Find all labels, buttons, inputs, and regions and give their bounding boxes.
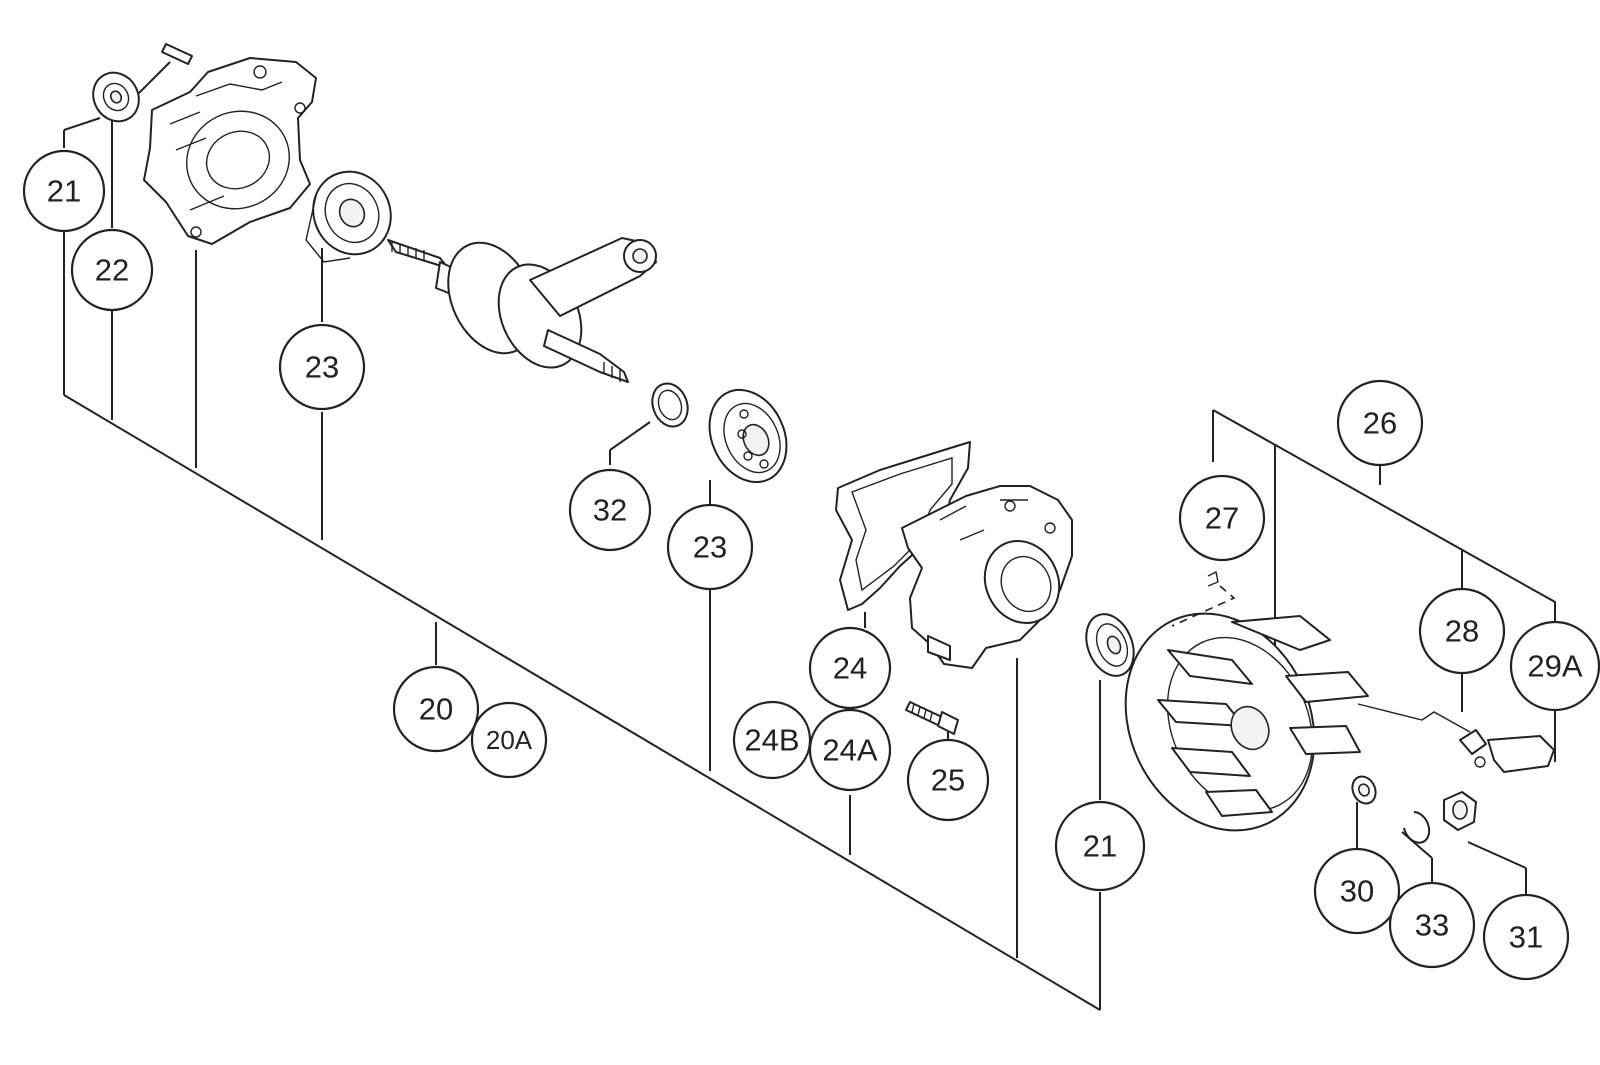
callout-24B: 24B (732, 700, 812, 780)
part-pin-22 (161, 43, 193, 65)
callout-21-top: 21 (22, 149, 106, 233)
callout-label: 25 (931, 763, 965, 798)
part-washer-30 (1351, 775, 1377, 805)
callout-label: 30 (1340, 874, 1374, 909)
callout-32: 32 (568, 468, 652, 552)
callout-29A: 29A (1509, 620, 1600, 712)
callout-25: 25 (906, 738, 990, 822)
part-bearing-21-right (1085, 613, 1135, 677)
callout-28: 28 (1418, 587, 1506, 675)
part-bearing-23-right (708, 388, 788, 484)
part-clip-33 (1403, 811, 1431, 844)
callout-23-left: 23 (278, 323, 366, 411)
callout-24A: 24A (808, 708, 892, 792)
part-crankcase-left (143, 57, 317, 245)
part-crankshaft (387, 237, 657, 383)
part-gasket-and-crankcase-right (835, 441, 1073, 669)
callout-31: 31 (1482, 893, 1570, 981)
callout-label: 32 (593, 493, 627, 528)
callout-label: 24 (833, 651, 867, 686)
callout-26: 26 (1336, 379, 1424, 467)
callout-30: 30 (1313, 847, 1401, 935)
callout-label: 20A (486, 725, 533, 755)
callout-27: 27 (1178, 474, 1266, 562)
callout-label: 31 (1509, 920, 1543, 955)
callout-label: 26 (1363, 406, 1397, 441)
callout-22: 22 (70, 228, 154, 312)
callout-label: 29A (1527, 649, 1582, 684)
callout-label: 24A (822, 733, 877, 768)
callout-20A: 20A (470, 701, 548, 779)
callout-33: 33 (1388, 881, 1476, 969)
callout-label: 24B (744, 723, 799, 758)
part-screw-25 (905, 701, 959, 735)
part-washer-32 (651, 382, 689, 428)
callout-21-right: 21 (1054, 800, 1146, 892)
part-flywheel (1124, 612, 1369, 832)
callout-23-right: 23 (666, 503, 754, 591)
callout-label: 20 (419, 692, 453, 727)
callout-label: 23 (693, 530, 727, 565)
callout-20: 20 (392, 665, 480, 753)
part-bearing-21-top (92, 71, 140, 123)
part-nut-31 (1443, 791, 1477, 831)
part-pawl-28-29A (1357, 703, 1555, 773)
callout-label: 21 (47, 174, 81, 209)
callout-24: 24 (808, 626, 892, 710)
callout-label: 28 (1445, 614, 1479, 649)
callout-label: 27 (1205, 501, 1239, 536)
part-key-27 (1171, 570, 1236, 627)
part-bearing-23-left (305, 170, 392, 263)
callout-label: 33 (1415, 908, 1449, 943)
callout-label: 22 (95, 253, 129, 288)
callout-label: 21 (1083, 829, 1117, 864)
callout-label: 23 (305, 350, 339, 385)
